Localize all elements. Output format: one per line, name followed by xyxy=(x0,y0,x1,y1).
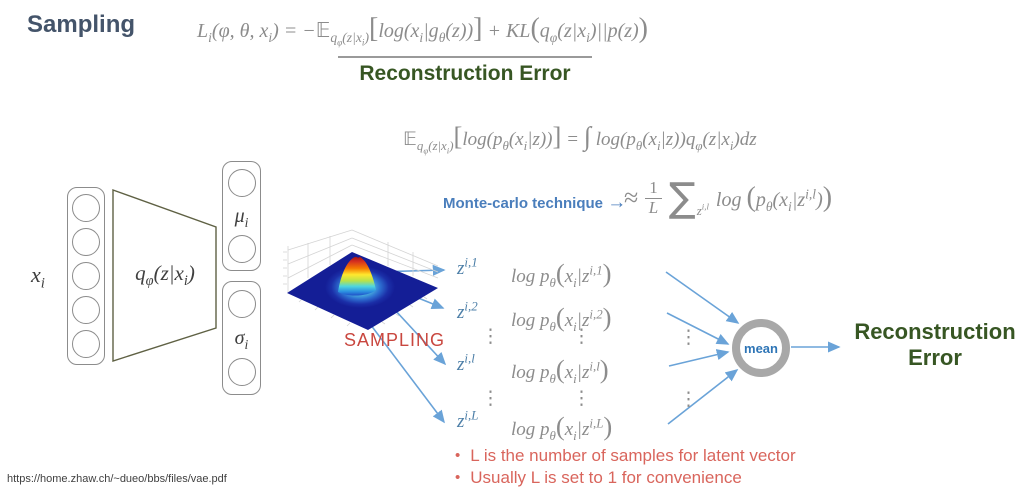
expectation-formula: 𝔼qφ(z|xi)[log(pθ(xi|z))] = ∫ log(pθ(xi|z… xyxy=(403,121,757,156)
right-arrow-icon: → xyxy=(607,192,627,213)
encoder-label: qφ(z|xi) xyxy=(135,261,195,290)
gaussian-glow xyxy=(325,266,395,308)
monte-carlo-text: Monte-carlo technique xyxy=(443,195,604,212)
z-sample-1: zi,1 xyxy=(457,254,478,279)
log-term-2: log pθ(xi|zi,2) xyxy=(511,302,612,334)
sample-arrow-2 xyxy=(380,282,445,310)
input-neuron xyxy=(72,296,100,324)
sigma-neuron xyxy=(227,357,256,386)
note-item: • L is the number of samples for latent … xyxy=(455,445,796,467)
input-neuron xyxy=(72,194,100,222)
vdots: ⋮ xyxy=(481,326,500,347)
input-layer xyxy=(67,187,105,365)
reconstruction-error-result: Reconstruction Error xyxy=(854,319,1016,371)
bullet-icon: • xyxy=(455,469,461,486)
vdots: ⋮ xyxy=(679,327,698,348)
z-sample-2: zi,2 xyxy=(457,298,478,323)
mu-output-layer: μi xyxy=(222,161,261,271)
mu-neuron xyxy=(227,234,256,263)
loss-formula: Li(φ, θ, xi) = −𝔼qφ(z|xi)[log(xi|gθ(z))]… xyxy=(197,13,648,48)
input-neuron xyxy=(72,228,100,256)
monte-carlo-label: Monte-carlo technique → xyxy=(443,192,626,214)
note-item: • Usually L is set to 1 for convenience xyxy=(455,467,796,489)
gaussian-peak xyxy=(338,256,376,296)
gaussian-3d-plot xyxy=(283,229,439,330)
approx-symbol: ≈ xyxy=(624,183,639,212)
input-neuron xyxy=(72,330,100,358)
mean-label: mean xyxy=(744,340,778,356)
bullet-icon: • xyxy=(455,447,461,464)
log-term-1: log pθ(xi|zi,1) xyxy=(511,258,612,290)
vdots: ⋮ xyxy=(679,389,698,410)
note-text: L is the number of samples for latent ve… xyxy=(470,446,796,465)
note-text: Usually L is set to 1 for convenience xyxy=(470,468,742,487)
reconstruction-error-label-top: Reconstruction Error xyxy=(359,62,571,85)
reconstruction-term-underline xyxy=(338,56,592,58)
sample-arrow-4 xyxy=(348,295,445,424)
vdots: ⋮ xyxy=(481,388,500,409)
input-label: xi xyxy=(31,262,45,292)
sigma-output-layer: σi xyxy=(222,281,261,395)
mu-label: μi xyxy=(234,204,249,230)
log-term-l: log pθ(xi|zi,l) xyxy=(511,354,609,386)
mean-arrow-1 xyxy=(665,271,740,324)
mean-node: mean xyxy=(732,319,790,377)
vdots: ⋮ xyxy=(572,326,591,347)
sum-symbol: ∑ zi,l xyxy=(668,175,709,221)
vdots: ⋮ xyxy=(572,388,591,409)
sigma-label: σi xyxy=(234,326,249,352)
source-url: https://home.zhaw.ch/~dueo/bbs/files/vae… xyxy=(7,473,227,485)
sample-arrow-3 xyxy=(368,281,447,366)
page-title: Sampling xyxy=(27,11,136,38)
surface-base xyxy=(287,252,438,330)
z-sample-L: zi,L xyxy=(457,407,479,432)
mu-neuron xyxy=(227,169,256,198)
one-over-L-fraction: 1 L xyxy=(645,178,662,217)
z-sample-l: zi,l xyxy=(457,350,475,375)
monte-carlo-approximation: ≈ 1 L ∑ zi,l log (pθ(xi|zi,l)) xyxy=(624,168,832,228)
plot-grid xyxy=(283,229,439,327)
sample-arrow-1 xyxy=(373,264,446,276)
mean-arrow-3 xyxy=(668,349,730,367)
sum-body: log (pθ(xi|zi,l)) xyxy=(715,182,833,214)
log-term-L: log pθ(xi|zi,L) xyxy=(511,411,613,443)
input-neuron xyxy=(72,262,100,290)
sampling-label: SAMPLING xyxy=(344,330,446,350)
notes-list: • L is the number of samples for latent … xyxy=(455,445,796,489)
sigma-neuron xyxy=(227,290,256,319)
